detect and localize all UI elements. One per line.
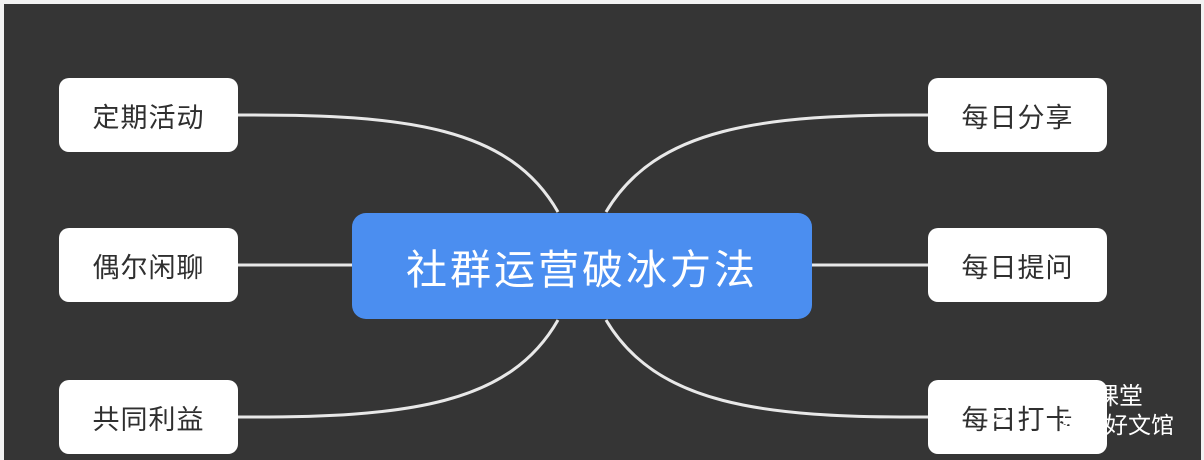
right-frame-edge: [1201, 0, 1204, 460]
right-branch-label-3: 每日打卡: [961, 404, 1074, 436]
left-frame-edge: [0, 0, 4, 460]
connector-right-top: [604, 113, 929, 213]
right-branch-label-2: 每日提问: [961, 252, 1074, 284]
right-branch-node-2: 每日提问: [928, 228, 1107, 302]
left-branch-node-1: 定期活动: [59, 78, 238, 152]
left-branch-label-2: 偶尔闲聊: [92, 252, 205, 284]
right-branch-label-1: 每日分享: [961, 102, 1074, 134]
connector-right-bottom: [604, 319, 929, 419]
left-branch-node-2: 偶尔闲聊: [59, 228, 238, 302]
left-branch-label-3: 共同利益: [92, 404, 205, 436]
right-branch-node-1: 每日分享: [928, 78, 1107, 152]
top-frame-edge: [0, 0, 1204, 4]
left-branch-node-3: 共同利益: [59, 380, 238, 454]
central-topic-label: 社群运营破冰方法: [406, 246, 758, 294]
left-branch-label-1: 定期活动: [92, 102, 205, 134]
connector-left-bottom: [237, 319, 560, 419]
central-topic-node: 社群运营破冰方法: [352, 213, 812, 319]
connector-left-top: [237, 113, 560, 213]
right-branch-node-3: 每日打卡: [928, 380, 1107, 454]
